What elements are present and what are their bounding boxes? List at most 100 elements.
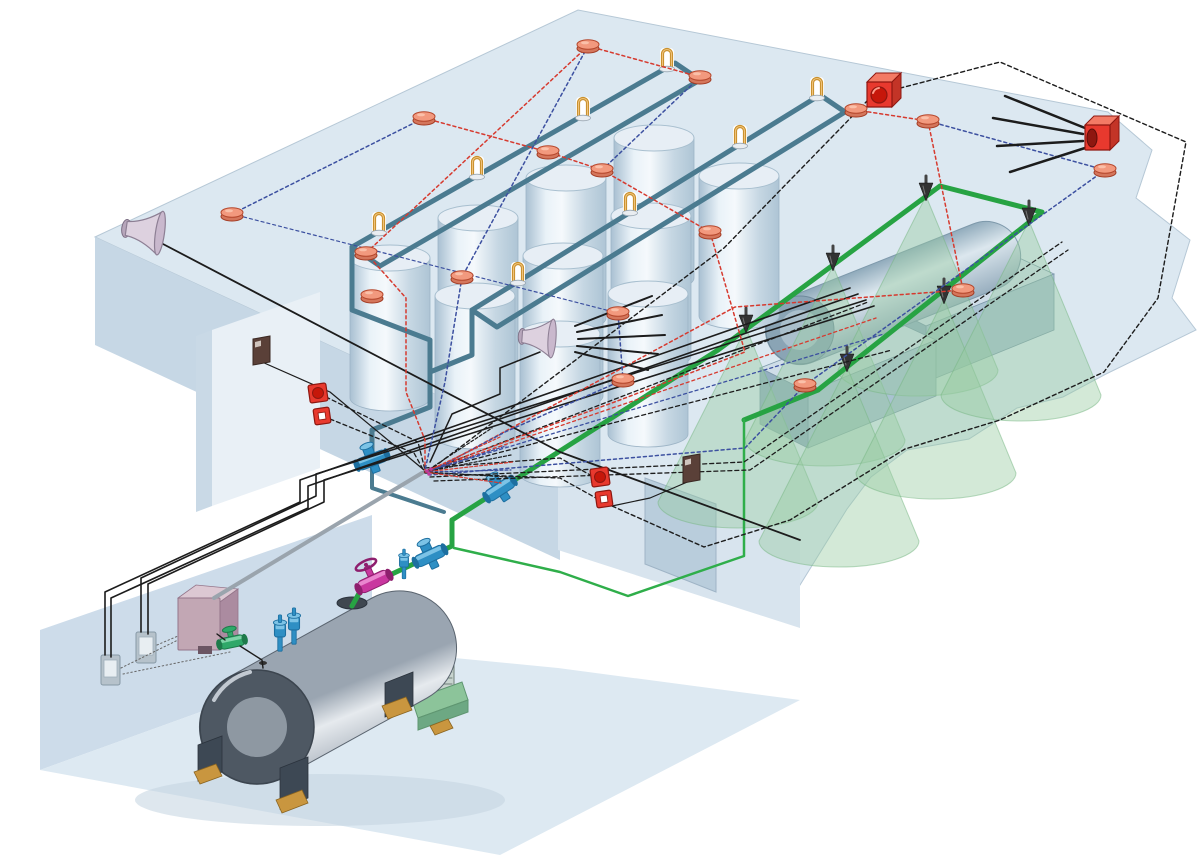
detector-top: [951, 283, 975, 294]
relief-stem: [291, 628, 297, 645]
horn-mouth: [547, 318, 557, 359]
detector-top: [536, 145, 560, 156]
valve-to-anchor: [239, 645, 264, 669]
beam-line: [991, 116, 1085, 136]
detector-top: [793, 378, 817, 389]
smoke-detector: [412, 111, 436, 126]
horn-sound-line: [576, 314, 663, 333]
detector-top: [412, 111, 436, 122]
tee-bottom-stub: [499, 491, 511, 503]
wall-bell: [594, 471, 606, 483]
beam-line: [995, 139, 1085, 148]
cone-nozzle-highlight: [1025, 210, 1029, 220]
det-loop-r1: [365, 45, 589, 254]
green-wheel: [221, 625, 237, 633]
det-loop-b10: [231, 213, 619, 314]
horn-sound-line: [576, 345, 659, 355]
electrical-conduit: [212, 471, 424, 600]
green-wall-run: [452, 418, 746, 598]
gold-nozzle-highlight: [471, 156, 483, 176]
tee-highlight: [486, 477, 511, 496]
cone-discharge-nozzle: [1021, 207, 1037, 227]
detector-highlight: [921, 116, 929, 120]
nozzle-flange: [732, 142, 748, 150]
pair1-strobe-wire: [329, 418, 426, 474]
panel-link-3: [156, 635, 179, 646]
detector-highlight: [703, 227, 711, 231]
smoke-detector: [844, 103, 868, 118]
selector-valve: [411, 537, 449, 570]
master-highlight: [358, 570, 387, 586]
valves: [216, 441, 518, 652]
discharge-cone: [855, 298, 1017, 500]
bundle-black-2: [424, 349, 893, 473]
horn-sound-line: [577, 334, 666, 340]
fan-out-node: [429, 467, 433, 471]
smoke-detector: [688, 70, 712, 85]
storage-cylinder-top: [434, 282, 516, 310]
leveling-pad: [193, 763, 223, 785]
panel-conduit-1: [104, 287, 851, 656]
green-return: [741, 387, 821, 423]
smoke-detector: [698, 225, 722, 240]
panel-conduit-2: [110, 293, 859, 658]
tee-cap: [509, 474, 518, 486]
detector-highlight: [359, 248, 367, 252]
horn-mouth: [153, 210, 166, 256]
detector-highlight: [581, 41, 589, 45]
detector-top: [450, 270, 474, 281]
det-loop-r5: [587, 45, 701, 78]
smoke-detectors: [220, 39, 1117, 393]
smoke-detector: [793, 378, 817, 393]
alarm-bell-box-bell-highlight: [872, 87, 880, 94]
alarm-horn: [517, 318, 557, 359]
det-loop-r6: [927, 120, 964, 291]
green-cap: [241, 633, 248, 645]
discharge-cone: [940, 220, 1102, 422]
tee-stub-flange: [416, 537, 431, 547]
relief-valve: [272, 614, 288, 652]
relief-valve: [286, 607, 302, 645]
green-cap: [216, 639, 223, 651]
detector-highlight: [616, 375, 624, 379]
det-loop-b6: [804, 169, 1106, 386]
beam-line: [1008, 146, 1087, 174]
detector-top: [220, 207, 244, 218]
detector-highlight: [541, 147, 549, 151]
machinery-run-2: [433, 249, 1069, 482]
det-loop-b1: [231, 117, 425, 215]
nozzle-flange: [575, 114, 591, 122]
detector-highlight: [611, 308, 619, 312]
panel-link-1: [120, 639, 179, 669]
beam-line: [1003, 94, 1087, 130]
cone-discharge-nozzle: [825, 252, 841, 272]
det-loop-b3: [424, 276, 463, 471]
pair2-bell-wire: [424, 457, 593, 477]
detector-highlight: [365, 291, 373, 295]
station-plate: [682, 453, 701, 484]
detector-top: [360, 289, 384, 300]
pipe-nozzles: [371, 47, 1037, 373]
fan-out-wire: [424, 445, 507, 473]
master-cap: [385, 568, 394, 581]
nozzle-flange: [659, 65, 675, 73]
relief-valve: [398, 548, 410, 580]
smoke-detector: [360, 289, 384, 304]
fan-out-wire: [424, 471, 508, 478]
relief-stem: [277, 635, 283, 652]
alarm-bell-box: [865, 71, 903, 109]
master-wheel-hub: [363, 562, 368, 567]
det-loop-b8: [617, 312, 624, 381]
detector-top: [576, 39, 600, 50]
cone-nozzle-highlight: [829, 255, 833, 265]
smoke-detector: [1093, 163, 1117, 178]
detector-top: [590, 163, 614, 174]
bell-feed: [429, 99, 869, 471]
detector-highlight: [798, 380, 806, 384]
det-loop-r8: [855, 109, 929, 122]
nozzle-flange: [622, 209, 638, 217]
det-loop-r2: [365, 252, 426, 471]
station-label: [685, 458, 691, 466]
smoke-detector: [606, 306, 630, 321]
detector-highlight: [849, 105, 857, 109]
